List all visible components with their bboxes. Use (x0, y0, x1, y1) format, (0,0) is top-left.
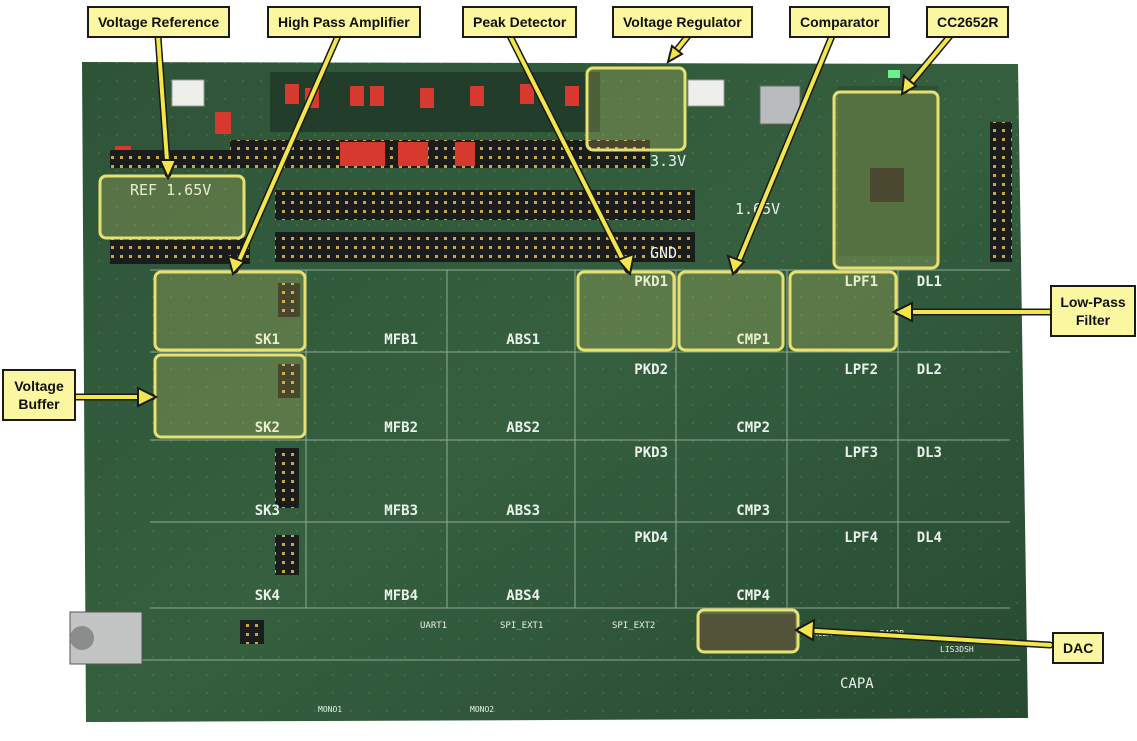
region-low-pass-filter (788, 270, 898, 352)
module-label: PKD3 (634, 445, 668, 461)
region-high-pass-amplifier (153, 270, 307, 352)
silk-lis: LIS3DSH (940, 645, 974, 654)
module-label: LPF4 (844, 530, 878, 546)
label-voltage-buffer-line1: Voltage (14, 378, 64, 394)
arrowheads (137, 44, 918, 642)
module-label: DL4 (917, 530, 942, 546)
module-label: PKD2 (634, 362, 668, 378)
silk-mono1: MONO1 (318, 705, 342, 714)
region-dac (696, 608, 800, 654)
silk-spi1: SPI_EXT1 (500, 621, 543, 631)
label-voltage-buffer-line2: Buffer (18, 396, 60, 412)
label-voltage-regulator: Voltage Regulator (612, 6, 753, 38)
silk-gnd: GND (650, 244, 677, 262)
pcb-board (82, 62, 1028, 722)
label-dac: DAC (1052, 632, 1105, 664)
module-label: LPF1 (844, 274, 878, 290)
module-label: MFB4 (384, 588, 418, 604)
region-peak-detector (576, 270, 676, 352)
label-low-pass-filter-line1: Low-Pass (1060, 294, 1126, 310)
region-voltage-regulator (585, 66, 687, 152)
region-comparator (677, 270, 785, 352)
module-label: ABS2 (506, 420, 540, 436)
label-high-pass-amplifier: High Pass Amplifier (267, 6, 421, 38)
module-label: LPF2 (844, 362, 878, 378)
region-voltage-buffer (153, 353, 307, 439)
module-label: LPF3 (844, 445, 878, 461)
module-label: ABS1 (506, 332, 540, 348)
highlight-regions (98, 66, 940, 654)
region-cc2652r (832, 90, 940, 270)
label-cc2652r: CC2652R (926, 6, 1010, 38)
module-label: DL3 (917, 445, 942, 461)
label-comparator: Comparator (789, 6, 891, 38)
silk-3v3: 3.3V (650, 152, 686, 170)
silk-uart: UART1 (420, 621, 447, 631)
pin-headers (110, 122, 1012, 264)
module-label: SK1 (255, 332, 280, 348)
silk-capa: CAPA (840, 676, 874, 692)
module-label: DL2 (917, 362, 942, 378)
module-label: SK2 (255, 420, 280, 436)
module-label: SK3 (255, 503, 280, 519)
module-label: MFB3 (384, 503, 418, 519)
silk-spi2: SPI_EXT2 (612, 621, 655, 631)
silk-mono2: MONO2 (470, 705, 494, 714)
module-label: CMP4 (736, 588, 770, 604)
module-label: CMP3 (736, 503, 770, 519)
label-voltage-reference: Voltage Reference (87, 6, 231, 38)
module-label: ABS4 (506, 588, 540, 604)
callout-arrows-fill (70, 34, 1052, 647)
module-label: MFB1 (384, 332, 418, 348)
module-label: PKD1 (634, 274, 668, 290)
label-voltage-buffer: Voltage Buffer (2, 369, 76, 421)
module-label: CMP1 (736, 332, 770, 348)
label-low-pass-filter-line2: Filter (1075, 312, 1111, 328)
connectors (69, 70, 938, 665)
module-label: SK4 (255, 588, 280, 604)
module-label: MFB2 (384, 420, 418, 436)
label-low-pass-filter: Low-Pass Filter (1050, 285, 1136, 337)
module-label: ABS3 (506, 503, 540, 519)
region-voltage-reference (98, 174, 246, 240)
label-peak-detector: Peak Detector (462, 6, 578, 38)
silk-ref: REF 1.65V (130, 181, 211, 199)
module-label: PKD4 (634, 530, 668, 546)
module-label: CMP2 (736, 420, 770, 436)
module-label: DL1 (917, 274, 942, 290)
